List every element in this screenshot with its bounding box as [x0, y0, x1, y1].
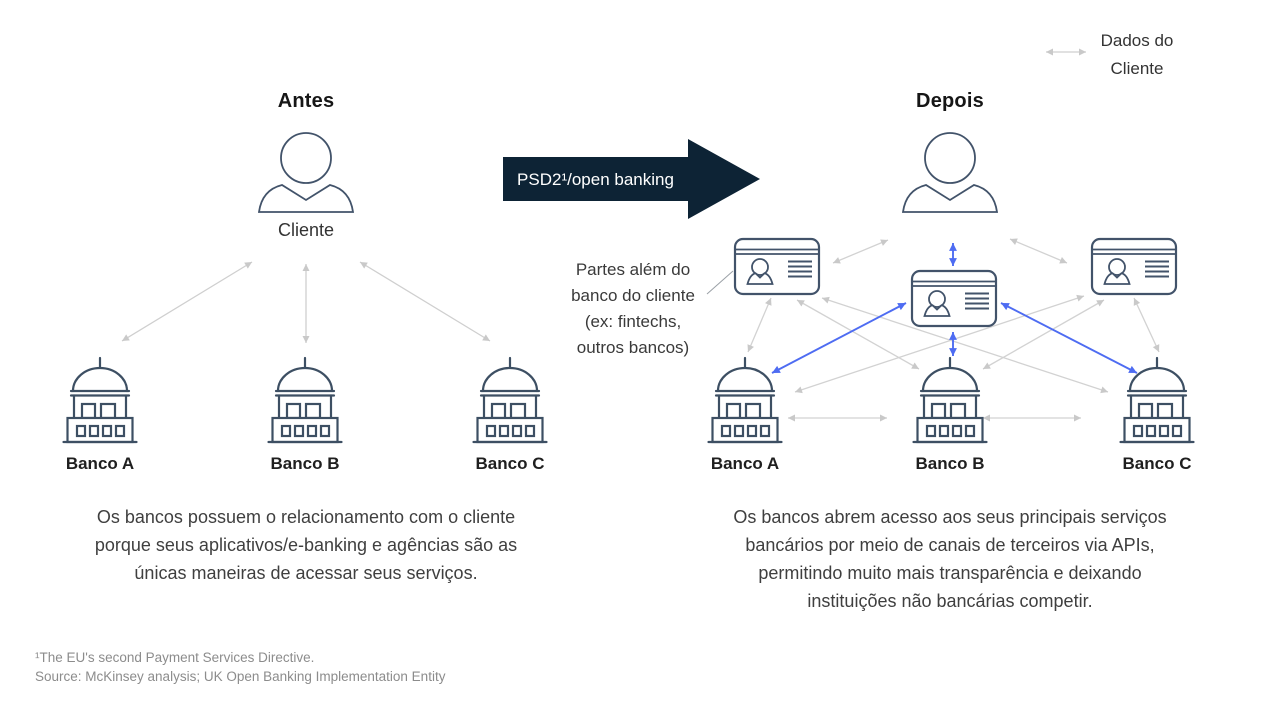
before-connection-arrows: [121, 261, 491, 343]
id-card-icon-left: [733, 237, 821, 296]
bank-icon-before-a: [62, 356, 138, 444]
bank-icon-before-b: [267, 356, 343, 444]
after-blue-data-arrows: [771, 243, 1138, 374]
note-line-4: outros bancos): [576, 338, 690, 357]
bank-icon-after-a: [707, 356, 783, 444]
arrow-rightcard-banco-b: [982, 299, 1105, 370]
arrow-client-rightcard: [1009, 238, 1068, 264]
footnote-text: ¹The EU's second Payment Services Direct…: [35, 650, 315, 665]
note-line-3: (ex: fintechs,: [584, 312, 682, 331]
arrow-rightcard-banco-c: [1133, 297, 1160, 353]
client-icon-before: [258, 132, 354, 213]
blue-arrow-centercard-banco-a: [771, 302, 907, 374]
after-caption-line-4: instituições não bancárias competir.: [807, 591, 1093, 611]
after-banco-c-label: Banco C: [1122, 454, 1192, 473]
note-pointer-line: [706, 270, 734, 295]
third-parties-note: Partes além do banco do cliente (ex: fin…: [543, 257, 723, 361]
after-banco-b-label: Banco B: [915, 454, 985, 473]
note-line-1: Partes além do: [575, 260, 691, 279]
bank-icon-after-b: [912, 356, 988, 444]
blue-arrow-centercard-banco-c: [1000, 302, 1138, 374]
after-banco-a-label: Banco A: [710, 454, 780, 473]
before-banco-a-label: Banco A: [65, 454, 135, 473]
before-banco-c-label: Banco C: [475, 454, 545, 473]
legend-label: Dados do Cliente: [1089, 27, 1185, 83]
psd2-transition-arrow: [503, 139, 760, 219]
bank-icon-before-c: [472, 356, 548, 444]
arrow-leftcard-banco-a: [747, 297, 772, 353]
before-caption: Os bancos possuem o relacionamento com o…: [26, 503, 586, 587]
after-caption: Os bancos abrem acesso aos seus principa…: [665, 503, 1235, 615]
id-card-icon-right: [1090, 237, 1178, 296]
note-line-2: banco do cliente: [571, 286, 695, 305]
client-icon-after: [902, 132, 998, 213]
source-text: Source: McKinsey analysis; UK Open Banki…: [35, 669, 446, 684]
arrow-client-leftcard: [832, 239, 889, 264]
after-caption-line-2: bancários por meio de canais de terceiro…: [745, 535, 1155, 555]
legend-line-2: Cliente: [1110, 59, 1164, 78]
before-caption-line-2: porque seus aplicativos/e-banking e agên…: [94, 535, 518, 555]
before-banco-b-label: Banco B: [270, 454, 340, 473]
arrow-cliente-banco-c: [359, 261, 491, 342]
psd2-arrow-label: PSD2¹/open banking: [517, 170, 674, 189]
after-caption-line-1: Os bancos abrem acesso aos seus principa…: [733, 507, 1167, 527]
before-caption-line-1: Os bancos possuem o relacionamento com o…: [96, 507, 516, 527]
client-label: Cliente: [277, 220, 335, 240]
footnote-block: ¹The EU's second Payment Services Direct…: [35, 648, 655, 686]
id-card-icon-center: [910, 269, 998, 328]
arrow-cliente-banco-a: [121, 261, 253, 342]
before-caption-line-3: únicas maneiras de acessar seus serviços…: [134, 563, 478, 583]
legend-line-1: Dados do: [1100, 31, 1174, 50]
after-title: Depois: [916, 90, 984, 112]
after-caption-line-3: permitindo muito mais transparência e de…: [758, 563, 1142, 583]
before-title: Antes: [277, 90, 335, 112]
